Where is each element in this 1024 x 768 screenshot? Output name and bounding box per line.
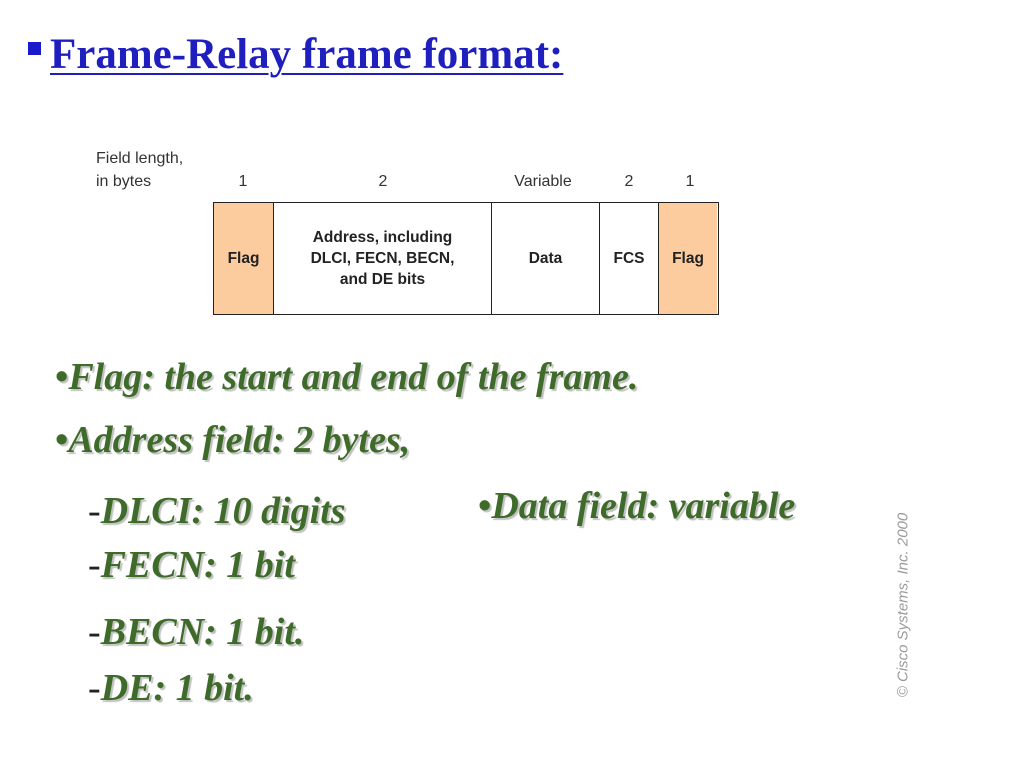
bullet-icon: • [55, 356, 69, 398]
field-flag-start: Flag [214, 203, 274, 314]
frame-boxes: Flag Address, including DLCI, FECN, BECN… [213, 202, 719, 315]
length-fcs: 2 [624, 173, 634, 190]
field-data-label: Data [528, 250, 563, 267]
bullet-data-text: Data field: variable [491, 485, 796, 527]
field-length-label-line1: Field length, [96, 150, 184, 167]
field-length-label: Field length, in bytes [96, 147, 183, 193]
bullet-flag-text: Flag: the start and end of the frame. [68, 356, 639, 398]
sub-fecn: -FECN: 1 bit [88, 543, 295, 587]
dash-icon: - [88, 667, 101, 709]
sub-becn: -BECN: 1 bit. [88, 610, 304, 654]
field-length-label-line2: in bytes [96, 173, 152, 190]
field-flag-end-label: Flag [672, 250, 704, 267]
dash-icon: - [88, 544, 101, 586]
field-address-line2: DLCI, FECN, BECN, [310, 250, 455, 267]
bullet-address: •Address field: 2 bytes, [55, 418, 410, 462]
field-address-line1: Address, including [312, 229, 453, 246]
length-flag-start: 1 [238, 173, 248, 190]
field-address: Address, including DLCI, FECN, BECN, and… [274, 203, 492, 314]
title-bullet-icon [28, 42, 41, 55]
length-address: 2 [378, 173, 388, 190]
bullet-icon: • [478, 485, 492, 527]
bullet-icon: • [55, 419, 69, 461]
bullet-data: •Data field: variable [478, 484, 795, 528]
slide-title: Frame-Relay frame format: [50, 31, 564, 78]
length-data: Variable [514, 173, 572, 190]
bullet-flag: •Flag: the start and end of the frame. [55, 355, 638, 399]
dash-icon: - [88, 490, 101, 532]
field-flag-end: Flag [659, 203, 717, 314]
field-fcs-label: FCS [613, 250, 645, 267]
sub-becn-text: BECN: 1 bit. [100, 611, 305, 653]
field-address-line3: and DE bits [339, 271, 426, 288]
field-flag-start-label: Flag [227, 250, 260, 267]
length-flag-end: 1 [685, 173, 695, 190]
sub-de: -DE: 1 bit. [88, 666, 254, 710]
sub-fecn-text: FECN: 1 bit [100, 544, 295, 586]
sub-dlci: -DLCI: 10 digits [88, 489, 346, 533]
sub-dlci-text: DLCI: 10 digits [100, 490, 346, 532]
frame-format-diagram: Field length, in bytes 1 2 Variable 2 1 … [96, 145, 736, 325]
sub-de-text: DE: 1 bit. [100, 667, 254, 709]
dash-icon: - [88, 611, 101, 653]
field-fcs: FCS [600, 203, 659, 314]
copyright-notice: © Cisco Systems, Inc. 2000 [894, 512, 912, 698]
field-data: Data [492, 203, 600, 314]
bullet-address-text: Address field: 2 bytes, [68, 419, 411, 461]
